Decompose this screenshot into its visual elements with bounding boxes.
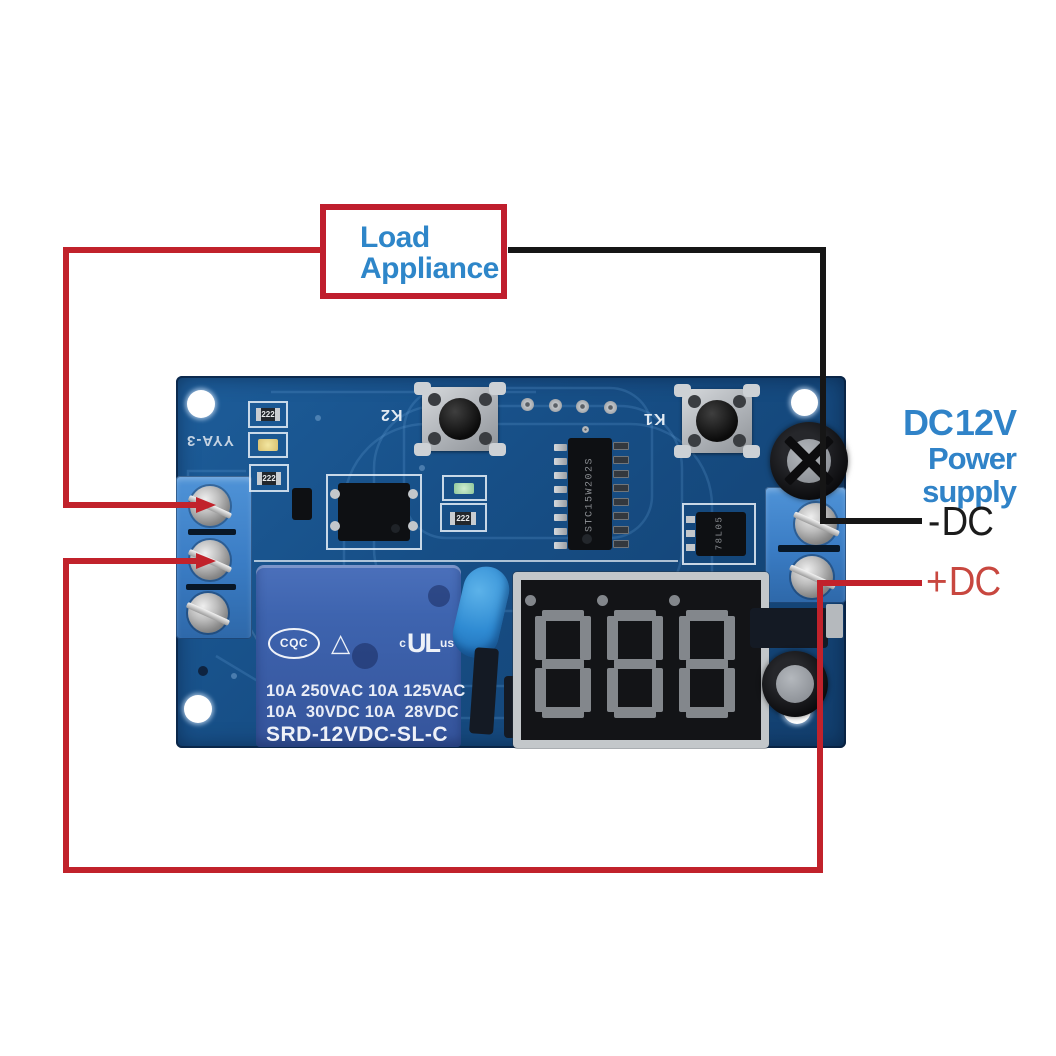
via-hole [198,666,208,676]
mcu-pins-left [554,444,567,549]
push-button-k2[interactable] [414,382,506,456]
solder-pad [521,398,534,411]
pcb-board: YYA-3 222 222 [176,376,848,748]
voltage-regulator: 78L05 [686,512,746,556]
dc-positive-label: + DC [926,558,1001,604]
smd-transistor [292,488,312,520]
solder-pad [549,399,562,412]
button-k2-label: K2 [380,406,403,423]
solder-pad [826,604,843,638]
terminal-screw-no [190,486,230,526]
mcu-chip: STC15W202S [568,438,612,550]
relay-ratings: 10A 250VAC 10A 125VAC 10A 30VDC 10A 28VD… [266,682,466,721]
decimal-point-icon [525,595,536,606]
relay-srd-12vdc: CQC △ c UL us 10A 250VAC 10A 125VAC 10A … [256,565,465,747]
cqc-cert-icon: CQC [268,627,320,659]
terminal-screw-nc [188,593,228,633]
mounting-hole-bottom-left [184,695,212,723]
mounting-hole-top-right [791,389,818,416]
relay-model: SRD-12VDC-SL-C [266,723,449,746]
seven-seg-digit [525,595,591,718]
push-button-k1[interactable] [674,384,760,458]
mcu-pins-right [613,442,629,548]
dc-negative-label: - DC [928,498,994,544]
board-model-silkscreen: YYA-3 [186,432,234,449]
smd-led-yellow-box [248,432,288,458]
triangle-cert-icon: △ [331,628,351,657]
button-k1-label: K1 [643,410,666,427]
optocoupler-chip [330,483,418,541]
button-k1-plunger[interactable] [696,400,738,442]
load-appliance-box: Load Appliance [320,204,507,299]
terminal-screw-dc-negative [795,503,837,545]
load-appliance-label: Load Appliance [360,221,499,285]
silkscreen-line [254,560,678,562]
ul-cert-icon: c UL us [399,627,454,658]
smd-resistor-box: 222 [249,464,289,492]
button-k2-plunger[interactable] [439,398,481,440]
seven-segment-display [513,572,769,748]
power-supply-label: DC 12V Power supply [902,402,1017,509]
diode-component [750,608,828,648]
decimal-point-icon [597,595,608,606]
optocoupler-silk [326,474,422,550]
smd-led-green-box [442,475,487,501]
seven-seg-digit [669,595,735,718]
electrolytic-capacitor-top [770,422,848,500]
solder-pad [582,426,589,433]
solder-pad [576,400,589,413]
terminal-screw-com [190,540,230,580]
electrolytic-capacitor-bottom [762,651,828,717]
seven-seg-digits [525,595,735,718]
terminal-screw-dc-positive [791,556,833,598]
decimal-point-icon [669,595,680,606]
smd-resistor-box: 222 [440,503,487,532]
smd-resistor-box: 222 [248,401,288,428]
seven-seg-digit [597,595,663,718]
solder-pad [604,401,617,414]
mounting-hole-top-left [187,390,215,418]
